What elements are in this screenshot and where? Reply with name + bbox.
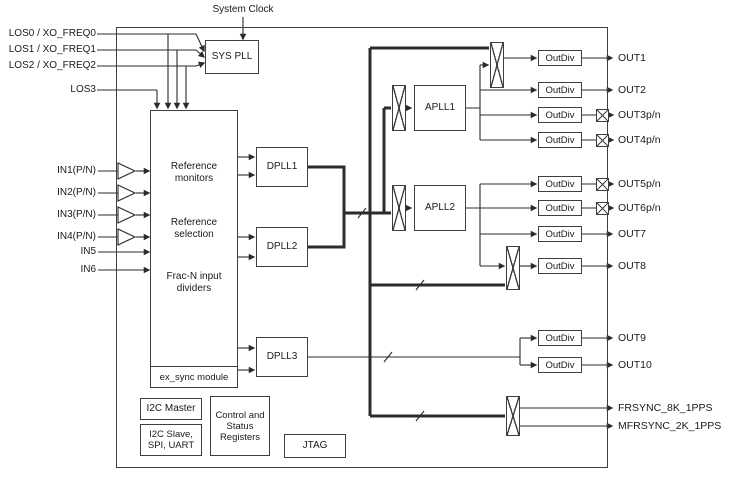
i2c-slave-line: SPI, UART bbox=[147, 440, 195, 451]
ref-text-line: Reference bbox=[170, 217, 218, 228]
plain-wires bbox=[97, 33, 596, 422]
output-label-frsync: FRSYNC_8K_1PPS bbox=[618, 402, 713, 414]
output-label-out2: OUT2 bbox=[618, 84, 647, 96]
output-label-out8: OUT8 bbox=[618, 260, 647, 272]
ex-sync-module-block: ex_sync module bbox=[150, 366, 238, 388]
crossbar-mux-icon bbox=[506, 246, 520, 290]
ref-text-line: selection bbox=[174, 229, 214, 240]
i2c-master-block: I2C Master bbox=[140, 398, 202, 420]
ref-text-line: Frac-N input bbox=[166, 271, 222, 282]
input-buffer-icons bbox=[117, 162, 137, 246]
input-label-los2: LOS2 / XO_FREQ2 bbox=[8, 60, 96, 71]
input-buffer-icon bbox=[117, 228, 137, 246]
chip-boundary bbox=[116, 27, 608, 468]
arrow-wires bbox=[98, 17, 615, 430]
output-label-out7: OUT7 bbox=[618, 228, 647, 240]
crossbar-mux-icon bbox=[392, 185, 406, 231]
input-buffer-icon bbox=[117, 184, 137, 202]
sys-pll-block: SYS PLL bbox=[205, 40, 259, 74]
control-registers-line: Status bbox=[226, 420, 254, 432]
input-buffer-icon bbox=[117, 162, 137, 180]
i2c-slave-spi-uart-block: I2C Slave, SPI, UART bbox=[140, 424, 202, 456]
dpll3-block: DPLL3 bbox=[256, 337, 308, 377]
output-label-out5: OUT5p/n bbox=[618, 178, 661, 190]
control-status-registers-block: Control and Status Registers bbox=[210, 396, 270, 456]
outdiv-block-out10: OutDiv bbox=[538, 357, 582, 373]
output-driver-icon bbox=[596, 109, 609, 122]
output-label-out9: OUT9 bbox=[618, 332, 647, 344]
output-label-mfrsync: MFRSYNC_2K_1PPS bbox=[618, 420, 722, 432]
ref-text-line: monitors bbox=[174, 173, 214, 184]
reference-monitor-block: Reference monitors Reference selection F… bbox=[150, 110, 238, 388]
system-clock-label: System Clock bbox=[212, 4, 274, 15]
dpll2-block: DPLL2 bbox=[256, 227, 308, 267]
ref-text-line: dividers bbox=[176, 283, 212, 294]
output-driver-icon bbox=[596, 134, 609, 147]
outdiv-block-out8: OutDiv bbox=[538, 258, 582, 274]
input-label-los1: LOS1 / XO_FREQ1 bbox=[8, 44, 96, 55]
outdiv-block-out7: OutDiv bbox=[538, 226, 582, 242]
output-driver-icon bbox=[596, 202, 609, 215]
input-label-in2: IN2(P/N) bbox=[57, 187, 96, 198]
crossbar-mux-icon bbox=[506, 396, 520, 436]
output-label-out10: OUT10 bbox=[618, 359, 652, 371]
outdiv-block-out4: OutDiv bbox=[538, 132, 582, 148]
output-driver-icon bbox=[596, 178, 609, 191]
input-buffer-icon bbox=[117, 206, 137, 224]
clock-bus-wires bbox=[308, 46, 505, 418]
output-label-out6: OUT6p/n bbox=[618, 202, 661, 214]
control-registers-line: Control and bbox=[215, 409, 265, 421]
output-label-out3: OUT3p/n bbox=[618, 109, 661, 121]
i2c-slave-line: I2C Slave, bbox=[149, 429, 193, 440]
input-label-los0: LOS0 / XO_FREQ0 bbox=[8, 28, 96, 39]
outdiv-block-out9: OutDiv bbox=[538, 330, 582, 346]
control-registers-line: Registers bbox=[219, 431, 261, 443]
crossbar-mux-icon bbox=[392, 85, 406, 131]
outdiv-block-out2: OutDiv bbox=[538, 82, 582, 98]
outdiv-block-out6: OutDiv bbox=[538, 200, 582, 216]
crossbar-mux-icon bbox=[490, 42, 504, 88]
apll2-block: APLL2 bbox=[414, 185, 466, 231]
jtag-block: JTAG bbox=[284, 434, 346, 458]
outdiv-block-out1: OutDiv bbox=[538, 50, 582, 66]
outdiv-block-out5: OutDiv bbox=[538, 176, 582, 192]
input-label-in3: IN3(P/N) bbox=[57, 209, 96, 220]
input-label-in4: IN4(P/N) bbox=[57, 231, 96, 242]
input-label-los3: LOS3 bbox=[70, 84, 96, 95]
outdiv-block-out3: OutDiv bbox=[538, 107, 582, 123]
output-label-out4: OUT4p/n bbox=[618, 134, 661, 146]
input-label-in5: IN5 bbox=[80, 246, 96, 257]
ref-text-line: Reference bbox=[170, 161, 218, 172]
apll1-block: APLL1 bbox=[414, 85, 466, 131]
output-label-out1: OUT1 bbox=[618, 52, 647, 64]
input-label-in1: IN1(P/N) bbox=[57, 165, 96, 176]
dpll1-block: DPLL1 bbox=[256, 147, 308, 187]
input-label-in6: IN6 bbox=[80, 264, 96, 275]
